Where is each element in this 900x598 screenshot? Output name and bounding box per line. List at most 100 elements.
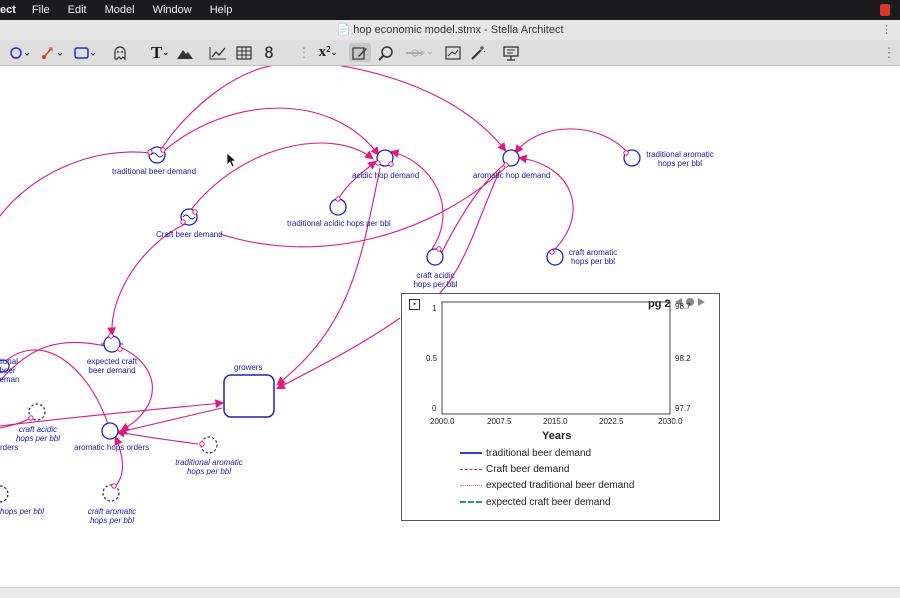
right-axis-tick: 98.2 xyxy=(675,354,691,363)
graph-panel[interactable]: ▪ pg 2 1 0.5 0 98.7 98.2 97.7 2000.0 200… xyxy=(401,293,720,521)
ghost-craft-acidic-hops-per-bbl[interactable] xyxy=(28,403,46,421)
x-axis-tick: 2022.5 xyxy=(599,417,624,426)
ghost-tool-button[interactable] xyxy=(110,43,130,62)
label-traditional-aromatic-hops-per-bbl: traditional aromatic hops per bbl xyxy=(646,150,714,168)
label-acidic-hop-demand: acidic hop demand xyxy=(352,171,420,180)
mountain-icon xyxy=(177,49,193,59)
connector xyxy=(161,66,274,149)
menu-help[interactable]: Help xyxy=(209,4,233,16)
connector xyxy=(276,317,401,390)
menu-window[interactable]: Window xyxy=(152,4,192,16)
label-itional-beer-demand: itional beer demand xyxy=(0,357,20,384)
module-tool-button[interactable] xyxy=(73,43,99,62)
text-tool-button[interactable]: T⌄ xyxy=(147,43,173,62)
graph-page-nav xyxy=(673,297,707,307)
label-craft-acidic-hops-per-bbl: craft acidic hops per bbl xyxy=(413,271,458,289)
ghost-traditional-aromatic-hops-per-bbl[interactable] xyxy=(199,436,218,454)
legend-item: expected craft beer demand xyxy=(460,495,611,509)
image-tool-button[interactable] xyxy=(175,43,195,62)
connector xyxy=(0,399,225,427)
dashboard-button[interactable] xyxy=(442,43,464,62)
variable-craft-beer-demand[interactable] xyxy=(180,208,198,226)
previous-page-icon[interactable] xyxy=(673,297,683,307)
label-craft-beer-demand: Craft beer demand xyxy=(156,230,223,239)
graph-tool-button[interactable] xyxy=(207,43,229,62)
plot-frame xyxy=(441,301,671,415)
connector xyxy=(219,167,506,248)
x-axis-tick: 2030.0 xyxy=(658,417,683,426)
label-ghost-craft-acidic-hops-per-bbl: craft acidic hops per bbl xyxy=(15,425,61,443)
window-resize-icon[interactable]: ⋮ xyxy=(881,24,892,36)
label-aromatic-hops-orders: aromatic hops orders xyxy=(74,443,150,452)
connector xyxy=(276,167,381,386)
variable-craft-aromatic-hops-per-bbl[interactable] xyxy=(546,248,564,266)
variable-aromatic-hops-orders[interactable] xyxy=(101,422,119,440)
label-growers: growers xyxy=(234,363,263,372)
stock-growers[interactable] xyxy=(223,374,275,418)
next-page-icon[interactable] xyxy=(697,297,707,307)
flow-tool-button[interactable] xyxy=(404,43,434,62)
chart-window-icon xyxy=(445,45,461,60)
x-axis-tick: 2000.0 xyxy=(430,417,455,426)
label-aromatic-hop-demand: aromatic hop demand xyxy=(473,171,551,180)
menu-file[interactable]: File xyxy=(31,4,50,16)
variable-acidic-hop-demand[interactable] xyxy=(375,149,394,167)
menu-model[interactable]: Model xyxy=(104,4,135,16)
document-icon: 📄 xyxy=(336,24,351,36)
right-axis-tick: 98.7 xyxy=(675,302,691,311)
toolbar-overflow-icon[interactable]: ⋮ xyxy=(882,44,896,60)
label-ghost-craft-aromatic-hops-per-bbl: craft aromatic hops per bbl xyxy=(87,507,137,525)
legend-label: Craft beer demand xyxy=(486,463,570,475)
legend-swatch xyxy=(460,501,482,503)
app-menu[interactable]: ect xyxy=(0,4,16,16)
label-ghost-hops-per-bbl: hops per bbl xyxy=(0,507,45,516)
label-craft-aromatic-hops-per-bbl: craft aromatic hops per bbl xyxy=(568,248,618,266)
numeric-display-tool-button[interactable]: 8 xyxy=(260,43,278,62)
presentation-button[interactable] xyxy=(500,43,522,62)
text-tool-label: T xyxy=(150,42,163,62)
connector-tool-button[interactable] xyxy=(40,43,66,62)
x-axis-title: Years xyxy=(542,430,572,442)
variable-traditional-acidic-hops-per-bbl[interactable] xyxy=(329,196,347,216)
magic-wand-button[interactable] xyxy=(468,43,488,62)
table-icon xyxy=(236,45,252,60)
ghost-icon xyxy=(114,45,126,60)
equation-tool-button[interactable]: x²⌄ xyxy=(314,43,342,62)
model-canvas[interactable] xyxy=(0,66,900,587)
numeric-display-label: 8 xyxy=(264,43,274,62)
variable-traditional-beer-demand[interactable] xyxy=(147,146,166,164)
table-tool-button[interactable] xyxy=(234,43,254,62)
menu-edit[interactable]: Edit xyxy=(67,4,87,16)
explore-button[interactable] xyxy=(375,43,397,62)
connector xyxy=(0,349,113,433)
variable-expected-craft-beer-demand[interactable] xyxy=(101,333,123,353)
connector xyxy=(338,66,507,152)
variable-traditional-aromatic-hops-per-bbl[interactable] xyxy=(623,149,641,167)
graph-lock-icon[interactable]: ▪ xyxy=(409,299,420,310)
right-axis-tick: 97.7 xyxy=(675,404,691,413)
connector xyxy=(164,107,380,156)
pencil-edit-icon xyxy=(352,46,367,60)
page-dot-icon[interactable] xyxy=(685,297,695,307)
magnifier-icon xyxy=(378,45,393,61)
legend-item: traditional beer demand xyxy=(460,446,591,460)
flow-icon xyxy=(406,49,433,56)
edit-mode-button[interactable] xyxy=(349,43,371,62)
chevron-down-icon: ⌄ xyxy=(330,48,338,57)
connector xyxy=(117,407,223,435)
stock-tool-button[interactable] xyxy=(8,43,32,62)
toolbar-divider: ⋮ xyxy=(297,44,311,60)
superscript-label: x² xyxy=(318,44,331,60)
variable-craft-acidic-hops-per-bbl[interactable] xyxy=(426,246,444,266)
legend-swatch xyxy=(460,452,482,454)
variable-aromatic-hop-demand[interactable] xyxy=(502,149,520,168)
ghost-edge-variable[interactable] xyxy=(0,359,10,373)
graph-plot xyxy=(441,301,671,415)
presentation-icon xyxy=(503,45,519,61)
ghost-hops-per-bbl[interactable] xyxy=(0,485,9,503)
status-indicator-icon[interactable] xyxy=(880,4,890,16)
label-traditional-acidic-hops-per-bbl: traditional acidic hops per bbl xyxy=(287,219,391,228)
ghost-craft-aromatic-hops-per-bbl[interactable] xyxy=(102,483,120,502)
mouse-cursor-icon xyxy=(226,152,238,168)
connector xyxy=(0,341,106,382)
